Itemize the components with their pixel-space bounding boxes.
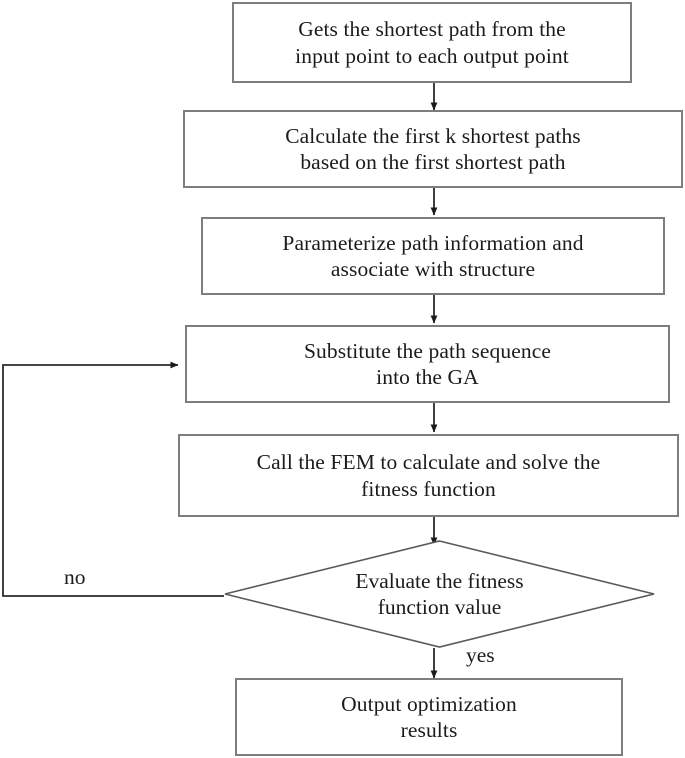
node-label: Substitute the path sequence into the GA [303,338,551,389]
diamond-shape [224,540,655,648]
node-calculate-k-paths[interactable]: Calculate the first k shortest paths bas… [183,110,683,188]
node-substitute-path-sequence[interactable]: Substitute the path sequence into the GA [185,325,670,403]
node-output-results[interactable]: Output optimization results [235,678,623,756]
node-label: Calculate the first k shortest paths bas… [285,123,581,174]
node-label: Evaluate the fitness function value [355,568,524,619]
node-parameterize-path[interactable]: Parameterize path information and associ… [201,217,665,295]
node-label: Output optimization results [341,691,517,742]
node-label: Gets the shortest path from the input po… [295,17,569,68]
node-label: Call the FEM to calculate and solve the … [256,450,601,501]
node-evaluate-fitness[interactable]: Evaluate the fitness function value [224,540,655,648]
node-call-fem[interactable]: Call the FEM to calculate and solve the … [178,434,679,517]
edge-label-no: no [64,565,86,589]
node-label: Parameterize path information and associ… [282,230,584,281]
edge-label-yes: yes [466,643,495,667]
node-get-shortest-path[interactable]: Gets the shortest path from the input po… [232,2,632,83]
